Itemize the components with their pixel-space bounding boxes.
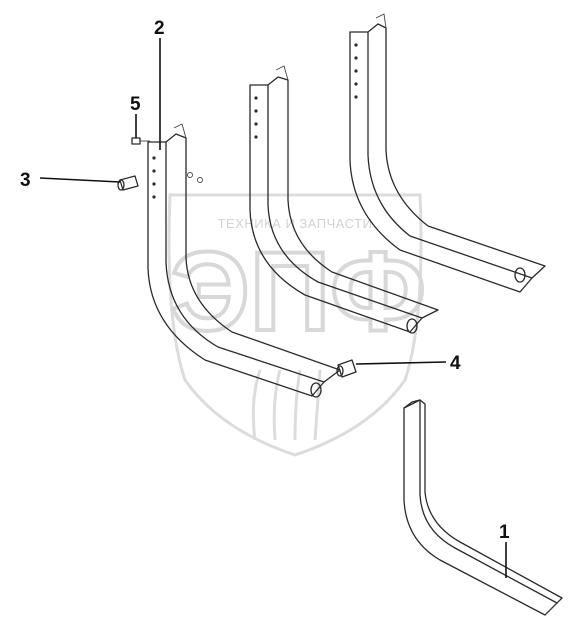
wheat-emblem: [251, 369, 322, 441]
tine-front-holes: [152, 156, 156, 199]
watermark-caption: ТЕХНИКА И ЗАПЧАСТИ: [218, 216, 373, 231]
pin-left: [117, 175, 139, 191]
leader-4: [355, 361, 447, 365]
leader-lines: [39, 38, 507, 578]
callout-4: 4: [450, 353, 461, 374]
watermark: ТЕХНИКА И ЗАПЧАСТИ ЭПФ: [167, 193, 428, 457]
leader-3: [39, 177, 121, 183]
watermark-shield: [167, 193, 423, 457]
pin-right: [336, 359, 357, 378]
callout-3: 3: [20, 170, 31, 191]
callout-5: 5: [130, 94, 141, 115]
fork-tine-middle: [249, 65, 439, 334]
callout-2: 2: [154, 18, 165, 39]
fork-tine-front: [147, 123, 341, 398]
fork-tine-single: [403, 399, 563, 616]
tine-back-holes: [354, 43, 358, 99]
bolt: [131, 137, 203, 183]
tine-middle-holes: [254, 96, 258, 139]
fork-tine-back: [349, 13, 546, 293]
callout-1: 1: [499, 522, 510, 543]
